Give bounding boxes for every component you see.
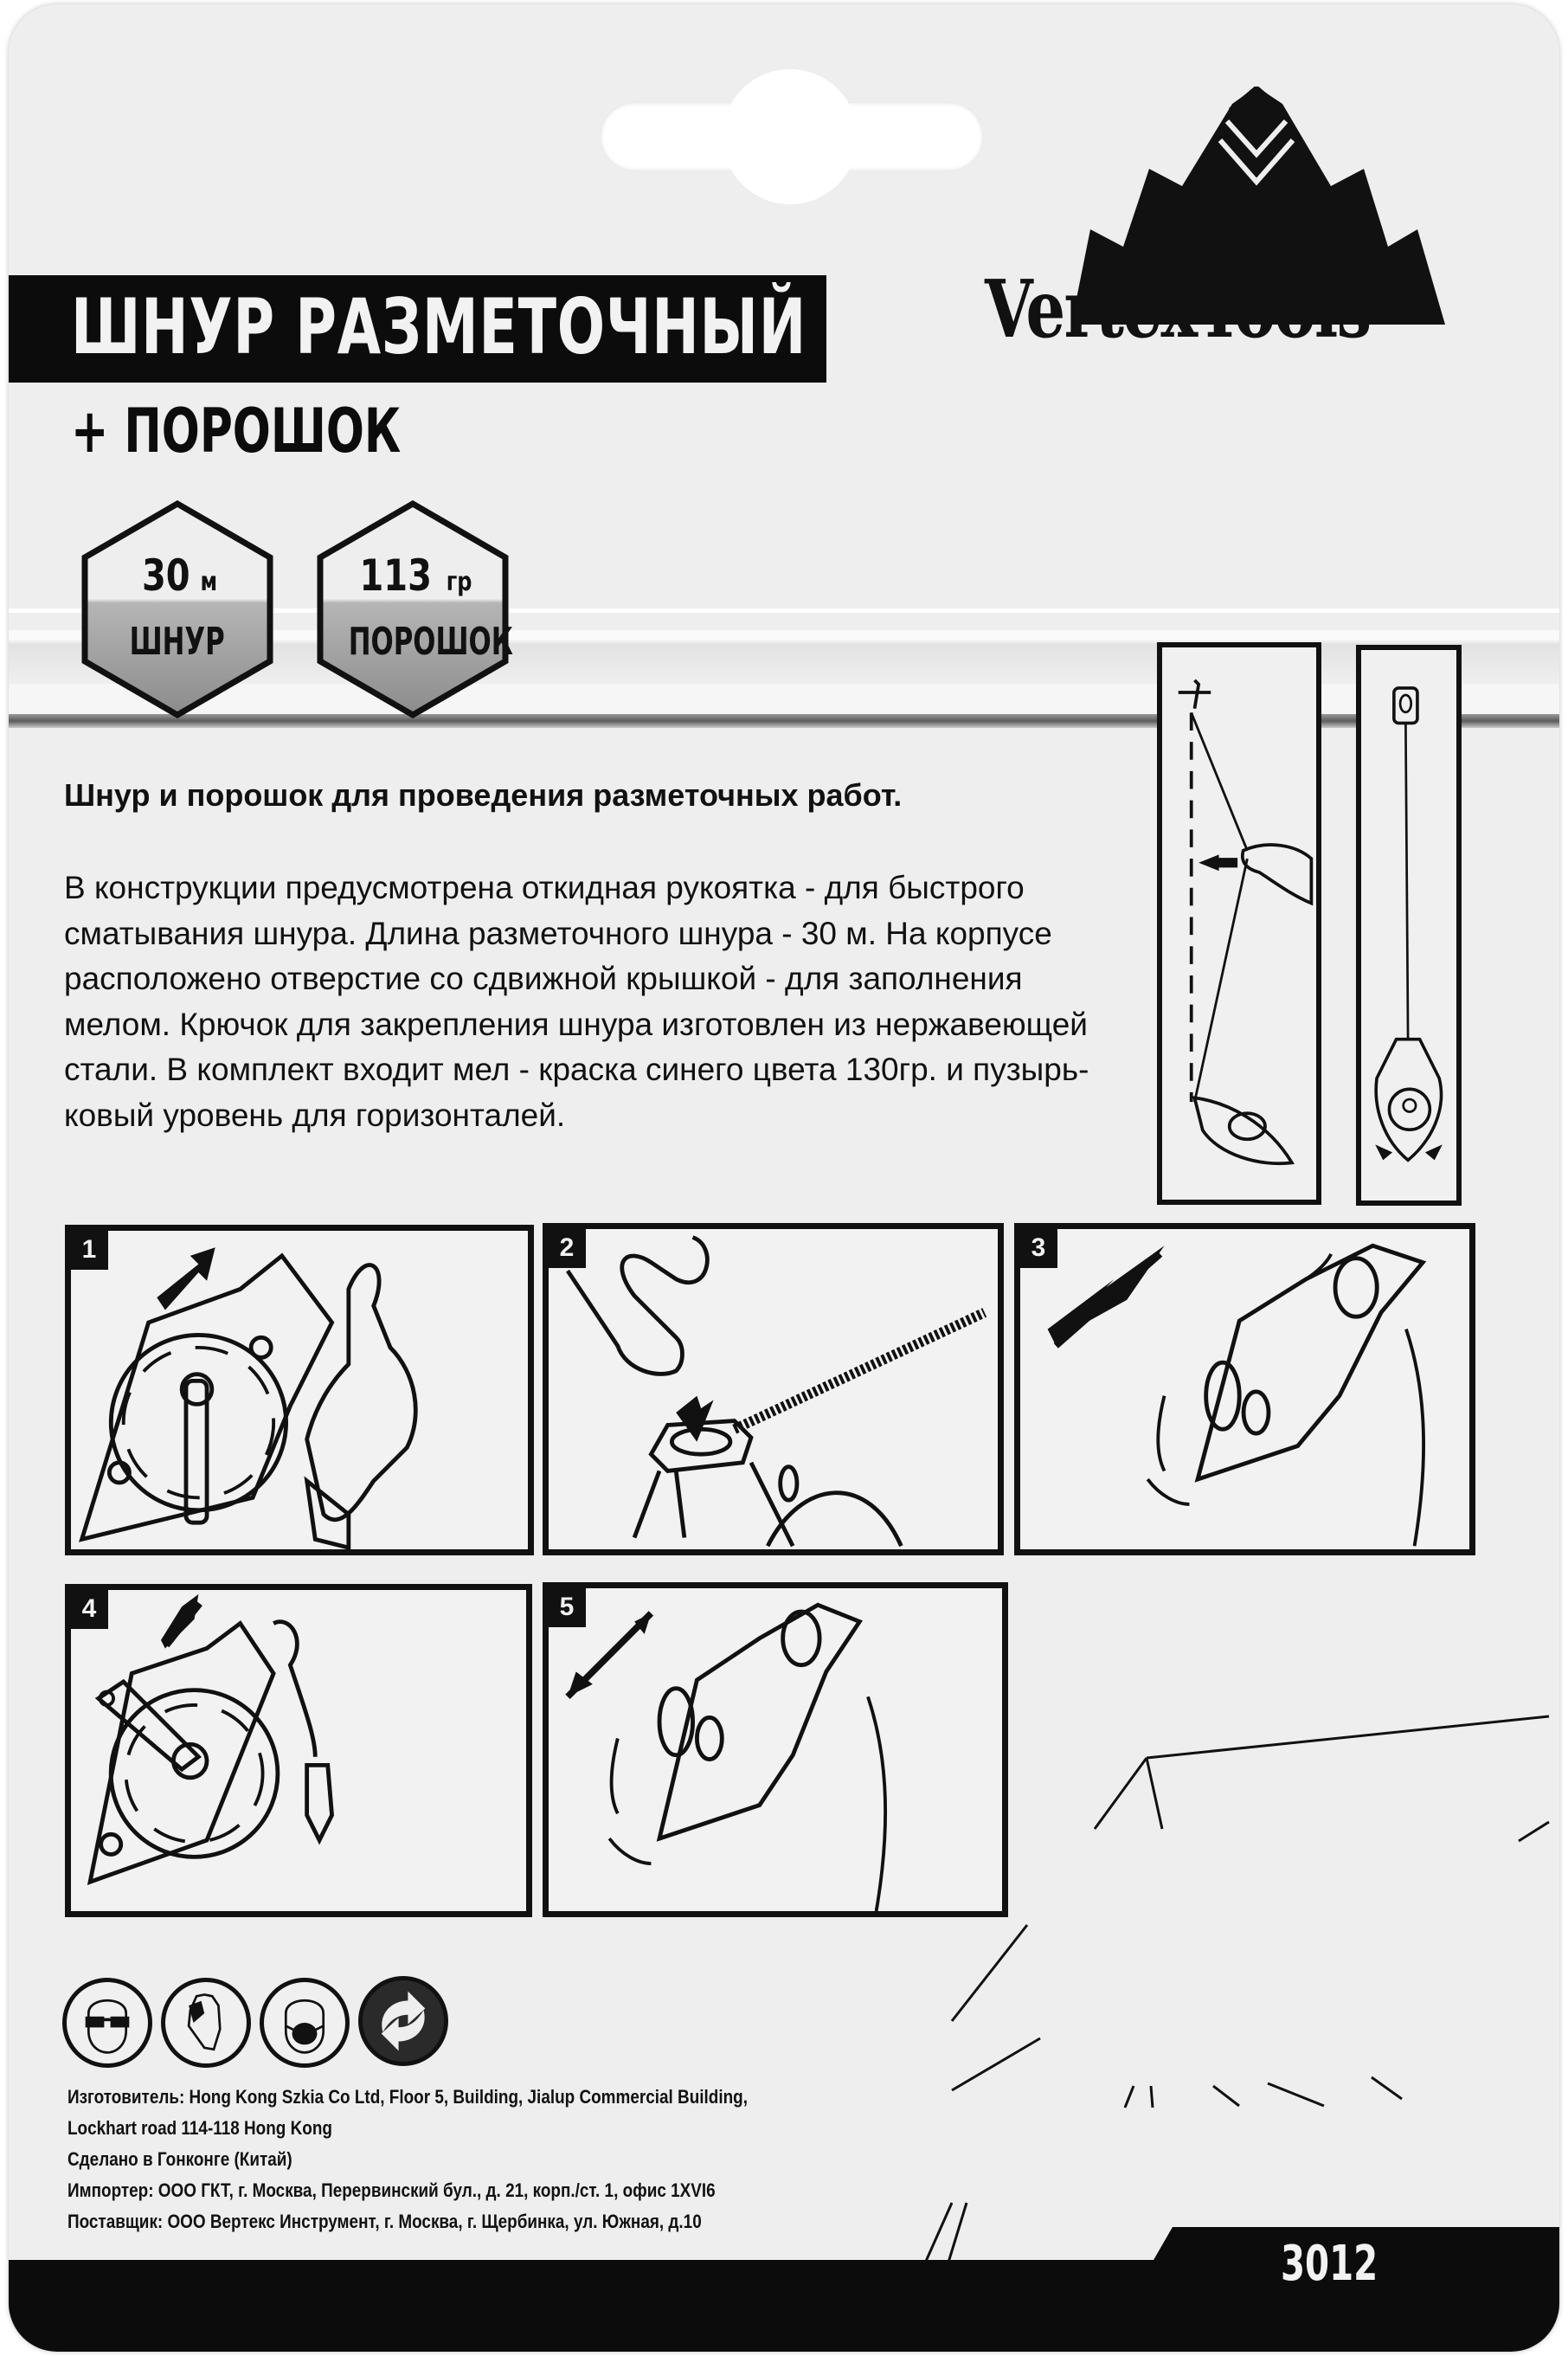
step-panel-1: 1 (65, 1225, 534, 1555)
step-number: 5 (549, 1588, 586, 1627)
product-subtitle: + ПОРОШОК (71, 396, 402, 467)
description-line: расположено отверстие со сдвижной крышко… (64, 961, 1023, 996)
footer-line: Импортер: ООО ГКТ, г. Москва, Перервинск… (67, 2179, 716, 2201)
step-number: 4 (71, 1590, 108, 1629)
fill-chalk-bottle-icon (565, 1235, 987, 1548)
blister-edge (9, 608, 1559, 613)
description-line: стали. В комплект входит мел - краска си… (64, 1052, 1089, 1087)
title-bar (9, 275, 826, 383)
shake-reel-2-icon (565, 1602, 888, 1911)
product-title: ШНУР РАЗМЕТОЧНЫЙ (71, 282, 806, 371)
footer-line: Поставщик: ООО Вертекс Инструмент, г. Мо… (67, 2211, 702, 2232)
footer-line: Изготовитель: Hong Kong Szkia Co Ltd, Fl… (67, 2086, 748, 2108)
decorative-lines (922, 1715, 1550, 2266)
step-panel-3: 3 (1014, 1223, 1475, 1555)
description-line: мелом. Крючок для закрепления шнура изго… (64, 1006, 1088, 1042)
recycle-green-dot-icon (358, 1976, 448, 2066)
step-panel-4: 4 (65, 1584, 532, 1917)
dust-mask-icon (260, 1978, 350, 2068)
manufacturer-info: Изготовитель: Hong Kong Szkia Co Ltd, Fl… (67, 2082, 858, 2237)
snap-line-diagram-icon (1178, 679, 1314, 1166)
shake-reel-icon (1047, 1243, 1427, 1547)
safety-gloves-icon (161, 1978, 251, 2068)
bottom-bar (9, 2260, 1559, 2352)
description-headline: Шнур и порошок для проведения разметочны… (64, 777, 903, 813)
bottom-bar-tab (1147, 2227, 1559, 2272)
product-code: 3012 (1281, 2236, 1378, 2292)
hexagon-icon (81, 500, 273, 718)
mountain-logo-icon (1071, 87, 1445, 325)
description-line: сматывания шнура. Длина разметочного шну… (64, 915, 1052, 951)
rewind-reel-icon (87, 1593, 335, 1885)
step-number: 1 (71, 1231, 108, 1270)
packaging-card: VertexTools ШНУР РАЗМЕТОЧНЫЙ + ПОРОШОК 3… (9, 4, 1559, 2352)
badge-label: ШНУР (129, 620, 226, 664)
footer-line: Сделано в Гонконге (Китай) (67, 2148, 292, 2170)
safety-goggles-icon (62, 1978, 152, 2068)
description-paragraph: В конструкции предусмотрена откидная рук… (64, 866, 1120, 1138)
side-diagram-snap-line (1157, 642, 1321, 1205)
description-line: ковый уровень для горизонталей. (64, 1097, 566, 1133)
badge-label: ПОРОШОК (348, 620, 513, 664)
brand-logo-text: VertexTools (985, 262, 1372, 356)
step-panel-2: 2 (543, 1223, 1004, 1555)
step-number: 2 (549, 1229, 586, 1268)
footer-line: Lockhart road 114-118 Hong Kong (67, 2117, 332, 2139)
hexagon-icon (317, 500, 509, 718)
step-number: 3 (1020, 1229, 1057, 1268)
step-panel-5: 5 (543, 1582, 1008, 1917)
reel-handle-unfold-icon (79, 1247, 418, 1549)
description-line: В конструкции предусмотрена откидная рук… (64, 870, 1025, 905)
plumb-bob-diagram-icon (1374, 686, 1443, 1162)
hang-hole-dome-fill (723, 69, 858, 204)
side-diagram-plumb-bob (1356, 645, 1462, 1206)
